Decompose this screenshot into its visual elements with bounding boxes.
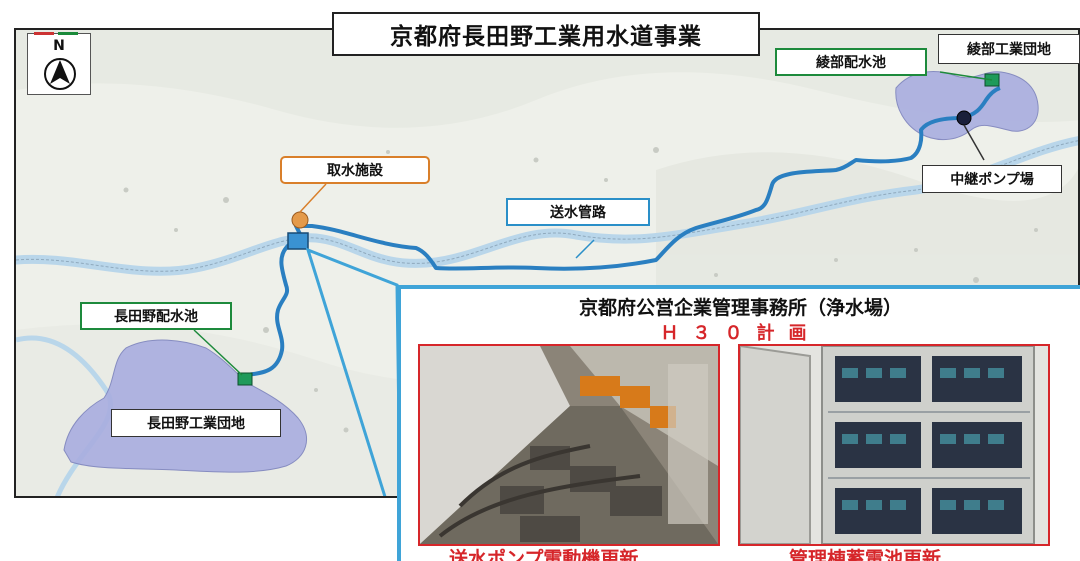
caption-battery: 管理棟蓄電池更新: [789, 548, 942, 561]
leader-intake: [299, 183, 327, 213]
battery-cabinet-image: [740, 346, 1048, 544]
leader-pipeline: [575, 239, 595, 259]
north-label: N: [53, 38, 65, 54]
leader-ayabe-reservoir: [939, 71, 993, 81]
label-ayabe-industrial-park[interactable]: 綾部工業団地: [938, 34, 1080, 64]
page-title: 京都府長田野工業用水道事業: [332, 12, 760, 56]
pump-room-image: [420, 346, 718, 544]
label-ayabe-reservoir[interactable]: 綾部配水池: [775, 48, 927, 76]
intake-plant-marker: [287, 232, 309, 250]
leader-osadano-reservoir: [193, 329, 243, 376]
photo-battery-cabinet: [738, 344, 1050, 546]
caption-pump-motor: 送水ポンプ電動機更新: [449, 548, 639, 561]
north-tick-green: [58, 32, 78, 35]
plant-title: 京都府公営企業管理事務所（浄水場）: [578, 297, 902, 319]
plan-label: Ｈ３０計画: [660, 323, 821, 344]
intake-marker: [291, 211, 309, 229]
compass-icon: [44, 58, 76, 90]
osadano-industrial-zone: [63, 339, 307, 473]
north-tick-red: [34, 32, 54, 35]
plant-panel: 京都府公営企業管理事務所（浄水場） Ｈ３０計画 送水ポンプ: [397, 285, 1080, 561]
photo-pump-room: [418, 344, 720, 546]
river: [16, 136, 1078, 276]
label-intake[interactable]: 取水施設: [280, 156, 430, 184]
pipeline-route: [245, 86, 1001, 377]
label-osadano-reservoir[interactable]: 長田野配水池: [80, 302, 232, 330]
leader-relay-pump: [963, 124, 985, 161]
relay-pump-marker: [956, 110, 972, 126]
plant-callout-wedge: [305, 247, 402, 496]
label-pipeline[interactable]: 送水管路: [506, 198, 650, 226]
label-osadano-industrial-park[interactable]: 長田野工業団地: [111, 409, 281, 437]
label-relay-pump[interactable]: 中継ポンプ場: [922, 165, 1062, 193]
osadano-reservoir-marker: [237, 372, 253, 386]
north-arrow: N: [27, 32, 91, 95]
